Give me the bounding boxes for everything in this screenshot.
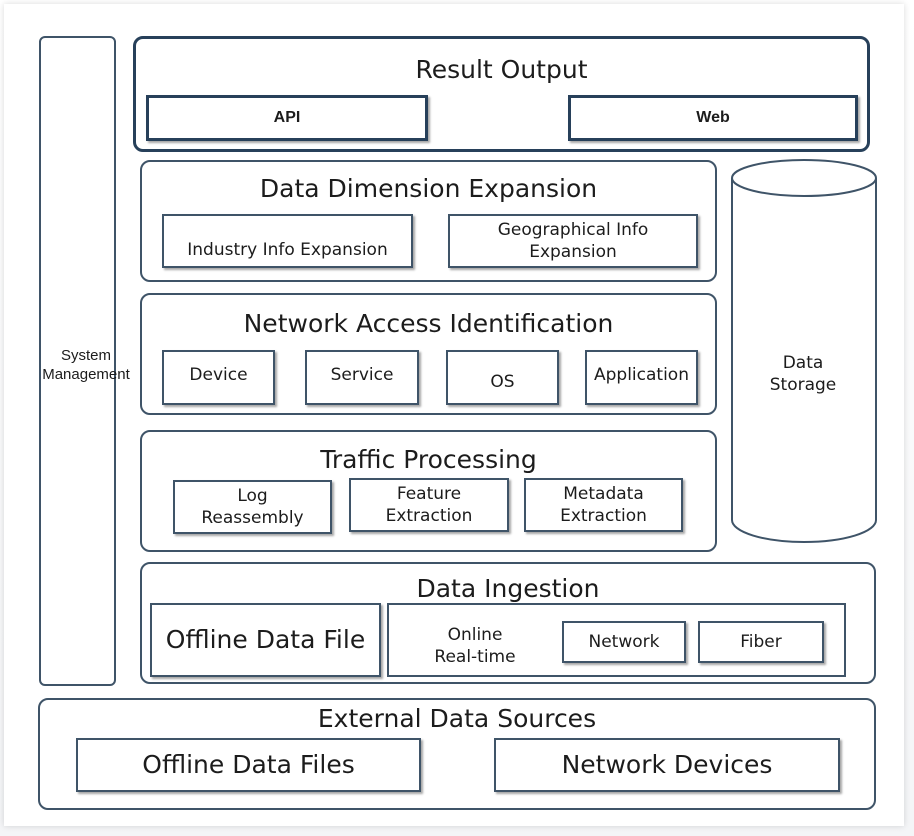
geo-line2: Expansion bbox=[529, 242, 617, 262]
data-dimension-expansion-title: Data Dimension Expansion bbox=[259, 174, 598, 203]
system-management-label: System Management bbox=[36, 346, 136, 384]
network-access-identification-title: Network Access Identification bbox=[243, 309, 614, 338]
os-box: OS bbox=[446, 350, 559, 405]
online-line1: Online bbox=[447, 625, 503, 645]
metadata-line1: Metadata bbox=[563, 484, 644, 504]
log-reassembly-box: Log Reassembly bbox=[173, 480, 332, 534]
metadata-line2: Extraction bbox=[560, 506, 647, 526]
service-box: Service bbox=[305, 350, 419, 405]
data-storage-cylinder bbox=[731, 159, 877, 543]
data-storage-line1: Data bbox=[782, 353, 824, 373]
system-management-line2: Management bbox=[42, 366, 130, 383]
network-box: Network bbox=[562, 621, 686, 663]
fiber-box: Fiber bbox=[698, 621, 824, 663]
geographical-info-expansion-box: Geographical Info Expansion bbox=[448, 214, 698, 268]
network-devices-box: Network Devices bbox=[494, 738, 840, 792]
web-box: Web bbox=[568, 95, 858, 141]
online-real-time-label: Online Real-time bbox=[410, 624, 540, 668]
offline-data-files-box: Offline Data Files bbox=[76, 738, 421, 792]
api-box: API bbox=[146, 95, 428, 141]
data-ingestion-title: Data Ingestion bbox=[416, 574, 600, 603]
log-line2: Reassembly bbox=[201, 508, 304, 528]
application-box: Application bbox=[585, 350, 698, 405]
data-storage-line2: Storage bbox=[769, 375, 837, 395]
industry-info-expansion-label: Industry Info Expansion bbox=[187, 240, 388, 260]
feature-line2: Extraction bbox=[385, 506, 473, 526]
online-line2: Real-time bbox=[434, 647, 516, 667]
data-storage-label: Data Storage bbox=[732, 352, 874, 396]
geo-line1: Geographical Info bbox=[497, 220, 649, 240]
result-output-title: Result Output bbox=[415, 55, 588, 84]
external-data-sources-title: External Data Sources bbox=[317, 704, 597, 733]
feature-line1: Feature bbox=[396, 484, 462, 504]
offline-data-file-box: Offline Data File bbox=[150, 603, 381, 677]
device-box: Device bbox=[162, 350, 275, 405]
feature-extraction-box: Feature Extraction bbox=[349, 478, 509, 532]
industry-info-expansion-box: Industry Info Expansion bbox=[162, 214, 413, 268]
traffic-processing-title: Traffic Processing bbox=[320, 445, 537, 474]
log-line1: Log bbox=[237, 486, 268, 506]
system-management-box bbox=[39, 36, 116, 686]
system-management-line1: System bbox=[60, 347, 111, 364]
metadata-extraction-box: Metadata Extraction bbox=[524, 478, 683, 532]
